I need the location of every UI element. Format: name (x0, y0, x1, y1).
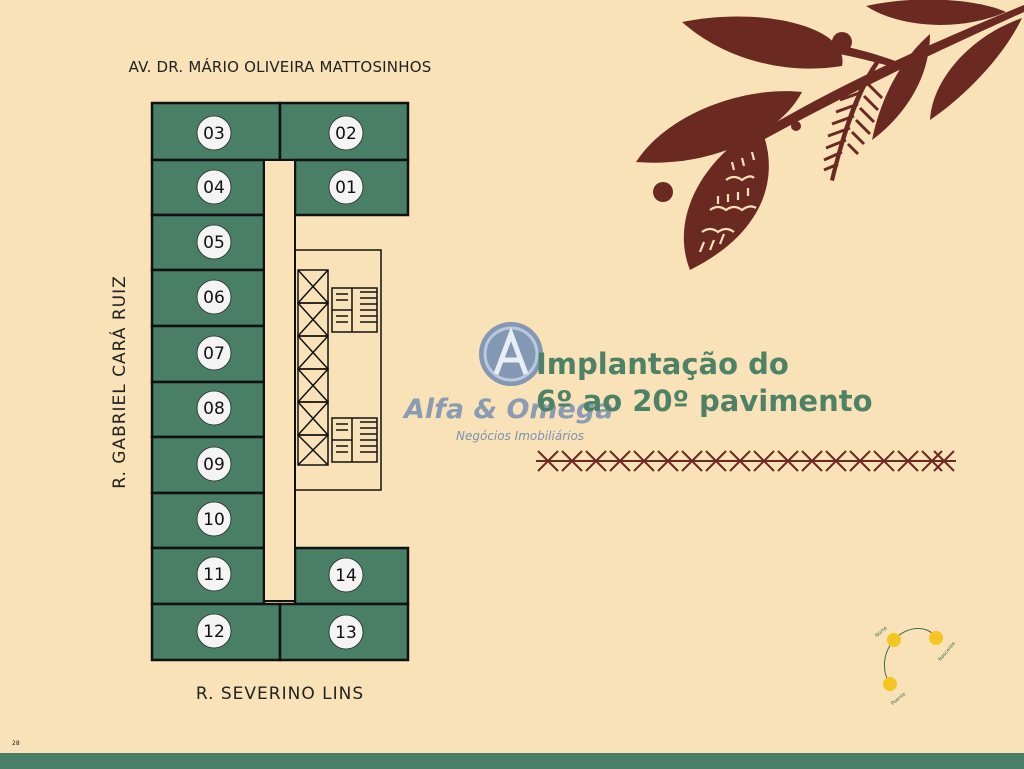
unit-label: 11 (203, 565, 225, 585)
title-line-1: Implantação do (536, 347, 789, 381)
unit-label: 05 (203, 233, 225, 253)
footer-bar (0, 753, 1024, 769)
unit-03-badge (196, 115, 232, 151)
watermark-subtitle: Negócios Imobiliários (456, 429, 585, 443)
unit-label: 12 (203, 622, 225, 642)
page-title: Implantação do 6º ao 20º pavimento (536, 346, 873, 420)
unit-label: 10 (203, 510, 225, 530)
unit-label: 07 (203, 344, 225, 364)
unit-label: 03 (203, 124, 225, 144)
watermark-logo-icon (479, 322, 543, 386)
unit-label: 08 (203, 399, 225, 419)
unit-11-badge (196, 556, 232, 592)
unit-14-badge (328, 557, 364, 593)
unit-label: 04 (203, 178, 225, 198)
unit-01-badge (328, 169, 364, 205)
cross-stitch-divider-icon (536, 450, 956, 472)
street-label-top: AV. DR. MÁRIO OLIVEIRA MATTOSINHOS (128, 58, 432, 76)
unit-label: 06 (203, 288, 225, 308)
unit-02-badge (328, 115, 364, 151)
compass-west-label: Poente (890, 691, 907, 706)
compass-north-label: Norte (874, 625, 889, 639)
unit-06-block (150, 268, 266, 328)
unit-06-badge (196, 279, 232, 315)
unit-09-badge (196, 446, 232, 482)
corridor (263, 159, 296, 602)
unit-04-badge (196, 169, 232, 205)
stair-core (294, 249, 382, 491)
page-number: 28 (12, 740, 20, 747)
leaf-decoration-icon (636, 0, 1024, 270)
unit-08-badge (196, 390, 232, 426)
unit-12-badge (196, 613, 232, 649)
street-label-bottom: R. SEVERINO LINS (195, 684, 365, 704)
title-line-2: 6º ao 20º pavimento (536, 384, 873, 418)
compass-east-label: Nascente (937, 641, 957, 663)
unit-label: 02 (335, 124, 357, 144)
unit-label: 14 (335, 566, 357, 586)
unit-label: 13 (335, 623, 357, 643)
unit-label: 09 (203, 455, 225, 475)
unit-05-badge (196, 224, 232, 260)
sun-orientation-icon: Norte Nascente Poente (874, 625, 957, 706)
watermark-brand: Alfa & Omega (404, 394, 614, 425)
unit-label: 01 (335, 178, 357, 198)
unit-07-badge (196, 335, 232, 371)
unit-10-badge (196, 501, 232, 537)
unit-13-badge (328, 614, 364, 650)
